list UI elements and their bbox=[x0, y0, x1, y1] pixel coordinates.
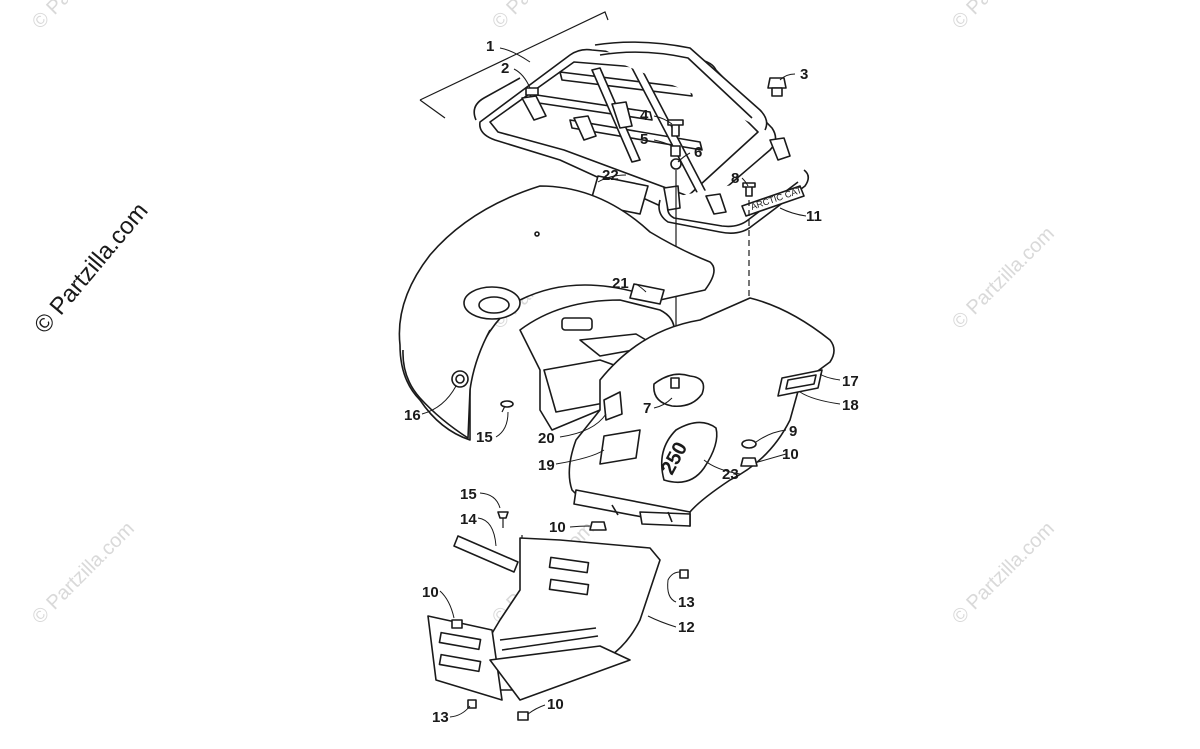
callout-4: 4 bbox=[640, 107, 649, 124]
fender-hardware bbox=[589, 439, 758, 531]
callout-10-a: 10 bbox=[782, 446, 799, 463]
callout-1: 1 bbox=[486, 38, 494, 55]
watermark: © Partzilla.com bbox=[28, 518, 139, 629]
rack-hardware bbox=[525, 77, 787, 197]
callout-21: 21 bbox=[612, 275, 629, 292]
callout-9: 9 bbox=[789, 423, 797, 440]
callout-10-d: 10 bbox=[547, 696, 564, 713]
callout-18: 18 bbox=[842, 397, 859, 414]
watermark: © Partzilla.com bbox=[948, 0, 1059, 34]
callout-17: 17 bbox=[842, 373, 859, 390]
watermark: © Partzilla.com bbox=[948, 223, 1059, 334]
callout-11: 11 bbox=[806, 208, 822, 225]
footwell bbox=[427, 511, 689, 721]
callout-6: 6 bbox=[694, 144, 702, 161]
callout-20: 20 bbox=[538, 430, 555, 447]
callout-8: 8 bbox=[731, 170, 739, 187]
watermark: © Partzilla.com bbox=[28, 0, 139, 34]
callout-13-b: 13 bbox=[432, 709, 449, 726]
callout-15-a: 15 bbox=[476, 429, 493, 446]
rear-fender: 250 bbox=[398, 175, 835, 527]
callouts: 1 2 3 4 5 6 8 11 22 21 7 17 18 9 10 20 1… bbox=[404, 38, 859, 726]
callout-16: 16 bbox=[404, 407, 421, 424]
callout-15-b: 15 bbox=[460, 486, 477, 503]
callout-7: 7 bbox=[643, 400, 651, 417]
rear-rack: ARCTIC CAT bbox=[419, 11, 810, 234]
callout-5: 5 bbox=[640, 131, 648, 148]
callout-14: 14 bbox=[460, 511, 477, 528]
leader-lines bbox=[421, 47, 841, 718]
callout-23: 23 bbox=[722, 466, 739, 483]
callout-22: 22 bbox=[602, 167, 619, 184]
callout-2: 2 bbox=[501, 60, 509, 77]
callout-3: 3 bbox=[800, 66, 808, 83]
callout-10-b: 10 bbox=[549, 519, 566, 536]
copyright-watermark: © Partzilla.com bbox=[29, 198, 154, 339]
callout-10-c: 10 bbox=[422, 584, 439, 601]
watermark: © Partzilla.com bbox=[488, 0, 599, 34]
watermark: © Partzilla.com bbox=[948, 518, 1059, 629]
callout-19: 19 bbox=[538, 457, 555, 474]
callout-12: 12 bbox=[678, 619, 695, 636]
callout-13-a: 13 bbox=[678, 594, 695, 611]
